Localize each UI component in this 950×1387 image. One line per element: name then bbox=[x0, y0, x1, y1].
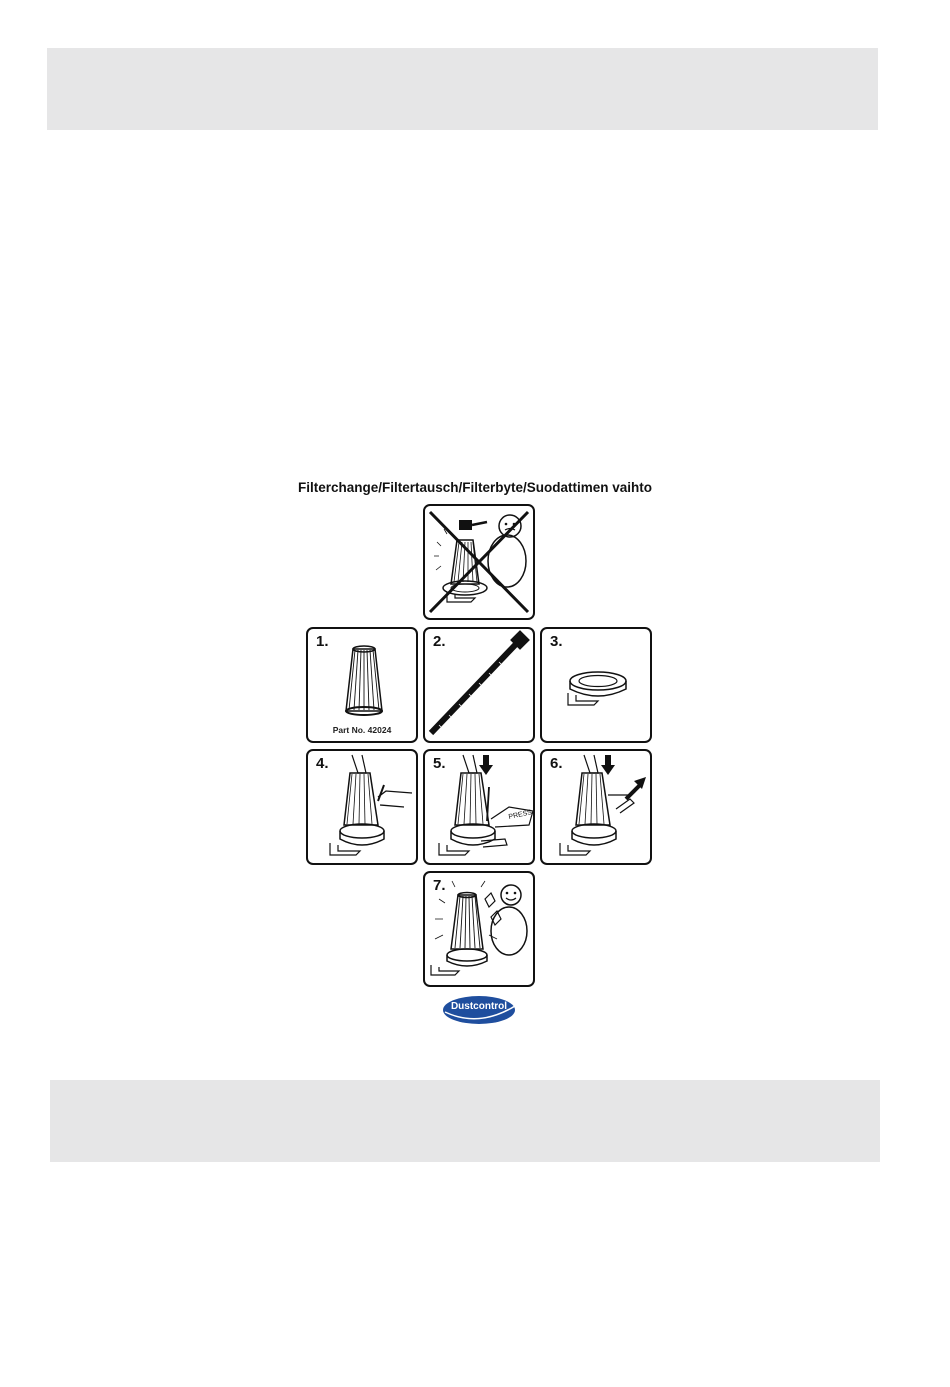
step-number: 7. bbox=[433, 877, 446, 894]
press-label: PRESS bbox=[508, 809, 533, 821]
footer-band bbox=[50, 1080, 880, 1162]
step-number: 4. bbox=[316, 755, 329, 772]
panel-step-1: 1. Part No. 42024 bbox=[306, 627, 418, 743]
panel-step-4: 4. bbox=[306, 749, 418, 865]
panel-warning bbox=[423, 504, 535, 620]
header-band bbox=[47, 48, 878, 130]
step-number: 3. bbox=[550, 633, 563, 650]
panel-step-2: 2. bbox=[423, 627, 535, 743]
panel-step-6: 6. bbox=[540, 749, 652, 865]
brand-logo: Dustcontrol bbox=[441, 994, 519, 1026]
step-number: 1. bbox=[316, 633, 329, 650]
panel-step-5: PRESS 5. bbox=[423, 749, 535, 865]
step-number: 5. bbox=[433, 755, 446, 772]
logo-text: Dustcontrol bbox=[451, 1001, 507, 1012]
warning-illustration bbox=[425, 506, 533, 618]
panel-step-3: 3. bbox=[540, 627, 652, 743]
panel-step-7: 7. bbox=[423, 871, 535, 987]
step-number: 2. bbox=[433, 633, 446, 650]
page-title: Filterchange/Filtertausch/Filterbyte/Suo… bbox=[230, 480, 720, 495]
part-number: Part No. 42024 bbox=[308, 725, 416, 735]
step-number: 6. bbox=[550, 755, 563, 772]
